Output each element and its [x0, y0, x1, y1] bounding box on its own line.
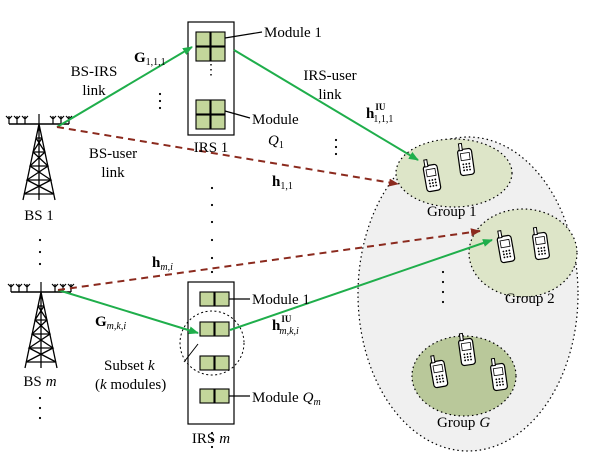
irs-1-label: IRS 1 — [194, 140, 229, 156]
bs-m-tower-icon — [7, 281, 75, 369]
bs-irs-link-label-2: link — [82, 83, 106, 99]
irs-user-link-label-1: IRS-user — [303, 68, 356, 84]
subset-k-count-label: (k modules) — [95, 377, 166, 393]
bs-irs-link-m — [57, 289, 199, 335]
irs-1-q1-symbol: Q1 — [268, 133, 284, 151]
group-G-ellipse — [411, 335, 517, 417]
g-mki-label: Gm,k,i — [95, 314, 126, 332]
h-11-label: h1,1 — [272, 174, 293, 192]
bs-user-link-1 — [56, 126, 399, 187]
group-1-label: Group 1 — [427, 204, 477, 220]
bs-user-link-label-1: BS-user — [89, 146, 137, 162]
irs-1-module-q-label: Module — [252, 112, 299, 128]
irs-user-link-1 — [233, 49, 419, 161]
h-mi-label: hm,i — [152, 255, 173, 273]
group-2-ellipse — [468, 208, 578, 298]
bs-irs-link-label-1: BS-IRS — [71, 64, 118, 80]
irs-m-modules — [199, 291, 230, 404]
bs-user-link-label-2: link — [101, 165, 125, 181]
subset-k-circle — [179, 310, 245, 376]
bs-1-label: BS 1 — [24, 208, 54, 224]
group-2-label: Group 2 — [505, 291, 555, 307]
bs-irs-link-1 — [56, 46, 193, 128]
irs-1-module-1-label: Module 1 — [264, 25, 322, 41]
ellipsis-dots — [38, 92, 445, 449]
group-1-ellipse — [395, 138, 513, 208]
irs-m-module-1-label: Module 1 — [252, 292, 310, 308]
irs-user-link-m — [229, 239, 493, 331]
irs-1-dots: ⋮ — [204, 63, 218, 78]
irs-1-modules — [195, 31, 226, 130]
g-111-label: G1,1,1 — [134, 50, 166, 68]
irs-user-link-label-2: link — [318, 87, 342, 103]
